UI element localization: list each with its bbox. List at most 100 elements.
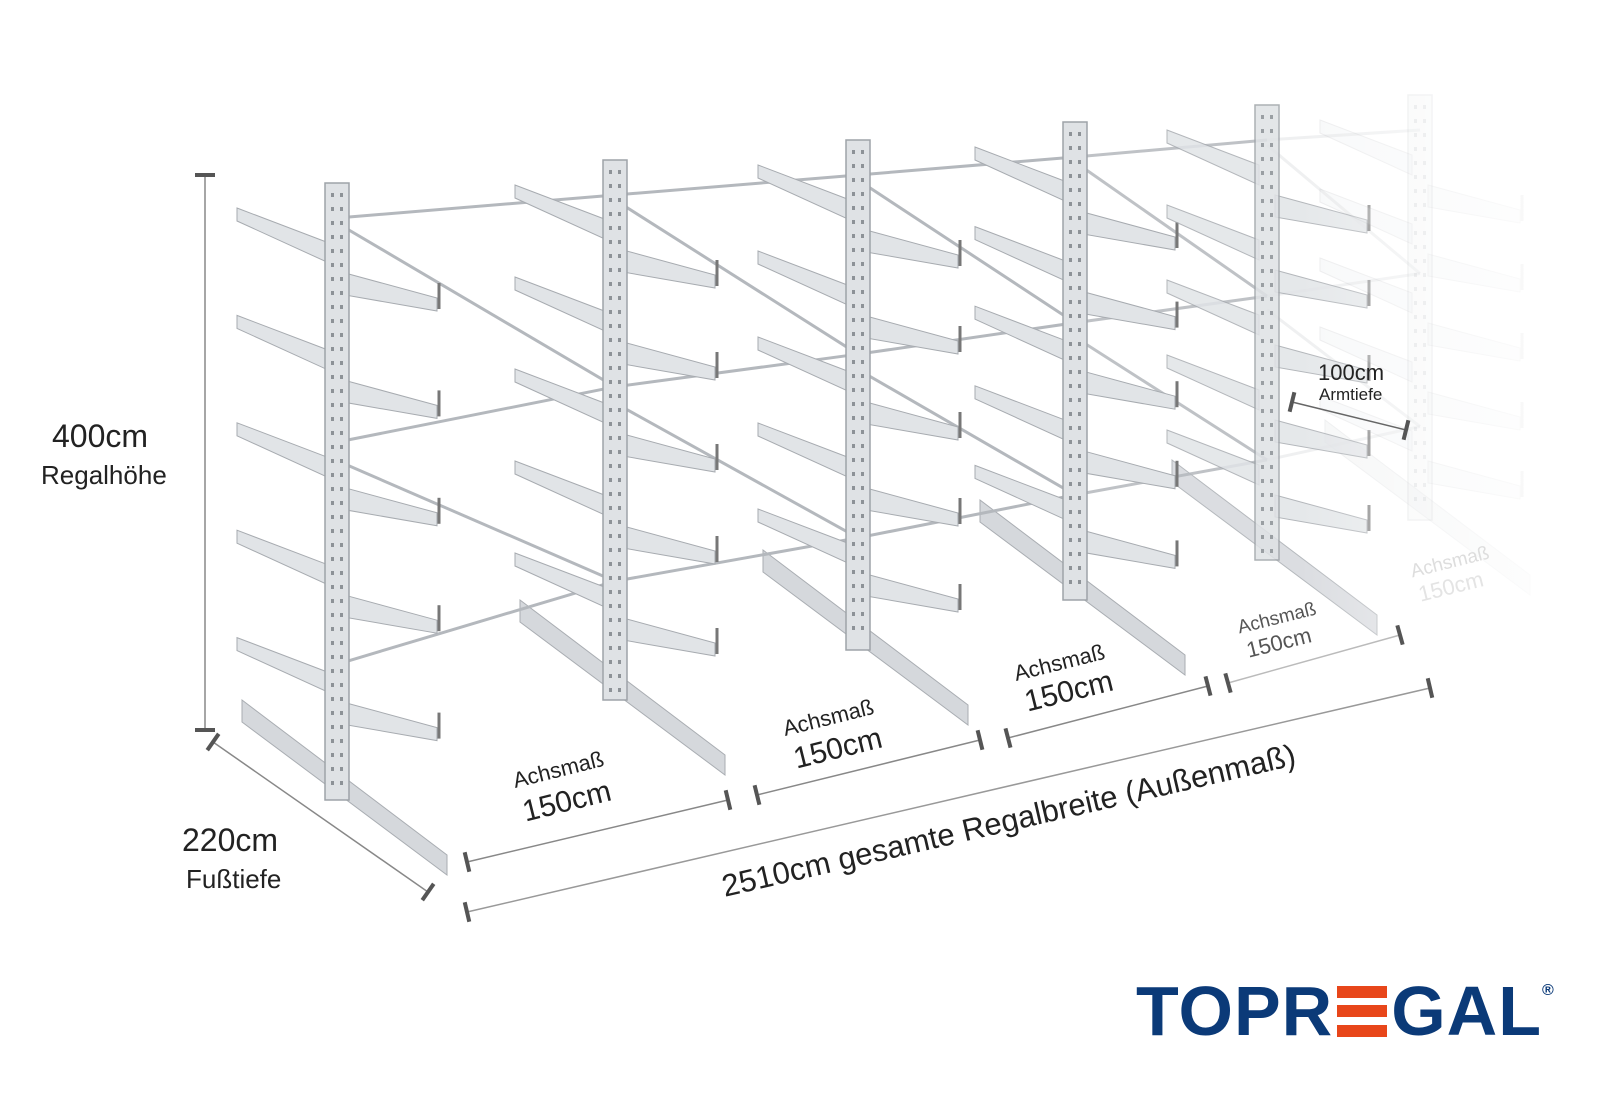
upright-hole: [331, 697, 334, 701]
upright-hole: [609, 506, 612, 510]
upright-hole: [609, 674, 612, 678]
upright-hole: [331, 445, 334, 449]
upright-hole: [609, 198, 612, 202]
upright-hole: [331, 263, 334, 267]
upright-hole: [1270, 451, 1273, 455]
upright-hole: [1069, 468, 1072, 472]
upright-hole: [331, 347, 334, 351]
upright-hole: [340, 599, 343, 603]
upright-hole: [609, 548, 612, 552]
arm-front: [1082, 450, 1176, 490]
upright-hole: [852, 318, 855, 322]
upright-hole: [340, 375, 343, 379]
upright-hole: [1270, 283, 1273, 287]
upright-hole: [618, 618, 621, 622]
upright-hole: [852, 192, 855, 196]
upright-hole: [340, 543, 343, 547]
upright-hole: [609, 310, 612, 314]
upright-hole: [1069, 342, 1072, 346]
upright-hole: [1270, 171, 1273, 175]
upright-hole: [609, 632, 612, 636]
upright-hole: [852, 542, 855, 546]
upright-hole: [852, 234, 855, 238]
upright-hole: [340, 683, 343, 687]
upright-hole: [1078, 538, 1081, 542]
upright-hole: [1270, 367, 1273, 371]
diagonal-brace: [336, 459, 616, 583]
upright-hole: [331, 291, 334, 295]
upright-hole: [1069, 398, 1072, 402]
upright-hole: [618, 254, 621, 258]
horizontal-brace: [1074, 294, 1268, 325]
upright-hole: [1270, 395, 1273, 399]
upright-hole: [618, 590, 621, 594]
upright-hole: [1078, 132, 1081, 136]
upright-hole: [852, 206, 855, 210]
upright-hole: [618, 464, 621, 468]
upright-hole: [852, 164, 855, 168]
upright-hole: [618, 674, 621, 678]
upright-hole: [1270, 325, 1273, 329]
upright-hole: [618, 632, 621, 636]
upright-hole: [1261, 311, 1264, 315]
upright-hole: [331, 417, 334, 421]
upright-hole: [1270, 311, 1273, 315]
upright-hole: [340, 361, 343, 365]
upright-hole: [340, 221, 343, 225]
upright-hole: [609, 576, 612, 580]
arm-front: [344, 272, 438, 312]
upright-hole: [852, 262, 855, 266]
arm-back: [1166, 204, 1260, 261]
upright-hole: [1069, 356, 1072, 360]
total-width-dimension-line: [466, 687, 1431, 913]
upright-hole: [609, 604, 612, 608]
total-width-dimension-line-tick: [1425, 677, 1435, 699]
upright-hole: [1069, 202, 1072, 206]
upright-hole: [1261, 353, 1264, 357]
upright-hole: [618, 184, 621, 188]
upright-hole: [331, 221, 334, 225]
upright-hole: [618, 268, 621, 272]
upright-hole: [852, 570, 855, 574]
upright-hole: [1270, 157, 1273, 161]
upright-hole: [852, 528, 855, 532]
upright-hole: [852, 178, 855, 182]
arm-back: [757, 422, 851, 479]
upright-hole: [609, 464, 612, 468]
upright-hole: [618, 478, 621, 482]
bay-3-dimension-line-tick: [1203, 675, 1213, 697]
upright-hole: [609, 338, 612, 342]
upright-hole: [331, 529, 334, 533]
upright-hole: [340, 291, 343, 295]
upright-hole: [852, 584, 855, 588]
upright-hole: [1270, 241, 1273, 245]
upright-hole: [852, 220, 855, 224]
upright-hole: [1270, 409, 1273, 413]
upright-hole: [861, 570, 864, 574]
upright-hole: [1078, 230, 1081, 234]
bay-1-dimension-line-tick: [462, 851, 472, 873]
upright-hole: [340, 431, 343, 435]
upright-hole: [1078, 342, 1081, 346]
upright-hole: [331, 207, 334, 211]
depth-dimension-line-tick: [205, 732, 221, 752]
upright-hole: [618, 688, 621, 692]
upright-hole: [618, 576, 621, 580]
upright-hole: [1078, 440, 1081, 444]
upright-hole: [1270, 143, 1273, 147]
bay-1-dimension-line-tick: [723, 789, 733, 811]
upright-hole: [609, 212, 612, 216]
upright-hole: [1270, 437, 1273, 441]
depth-dimension-line: [212, 741, 429, 893]
arm-back: [514, 552, 608, 609]
upright-hole: [618, 324, 621, 328]
upright-hole: [340, 655, 343, 659]
upright-hole: [1270, 507, 1273, 511]
upright-hole: [331, 683, 334, 687]
upright-hole: [852, 472, 855, 476]
upright-hole: [1069, 426, 1072, 430]
upright-hole: [1261, 395, 1264, 399]
arm-back: [974, 146, 1068, 203]
upright-hole: [1078, 160, 1081, 164]
